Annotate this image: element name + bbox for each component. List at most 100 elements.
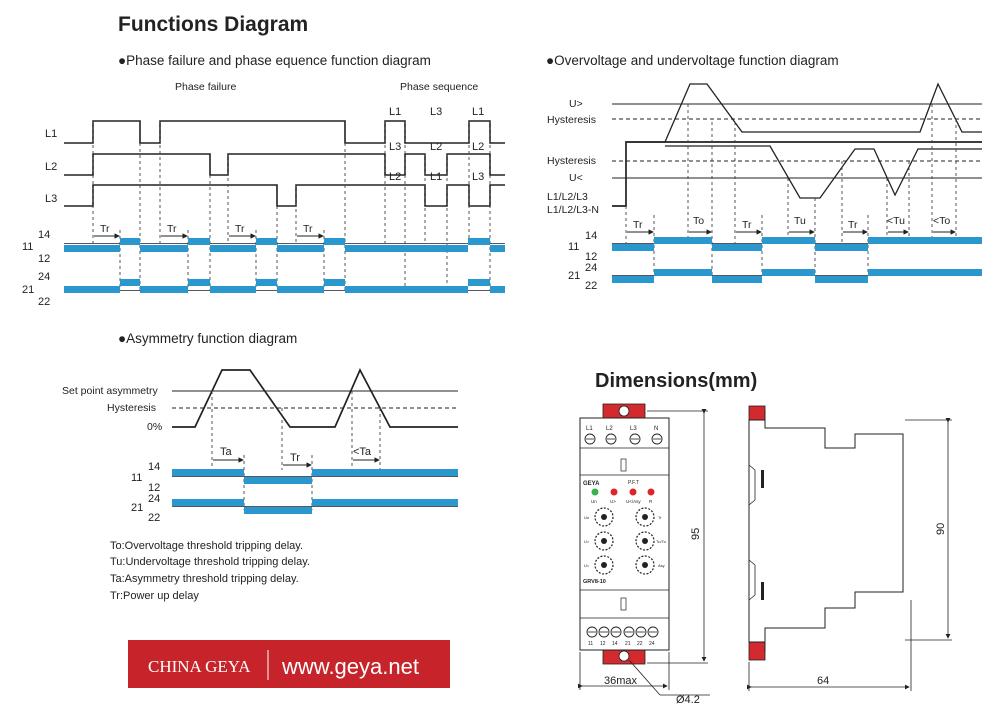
bottom-terminal-21: 21: [625, 641, 631, 647]
voltage-hysteresis-lines: [612, 118, 982, 162]
contact-22: 22: [38, 296, 50, 308]
dim-width-side: 64: [817, 675, 829, 687]
indicator-r: R: [649, 499, 653, 504]
l2-waveform: [64, 153, 505, 176]
knob-label-un: Un: [584, 515, 589, 520]
l3-waveform: [64, 184, 505, 207]
tr-label-1: Tr: [100, 223, 110, 235]
top-terminal-n: N: [654, 426, 658, 432]
indicator-header: P.F.T: [628, 480, 639, 486]
a-contact-11: 11: [131, 472, 142, 484]
a-contact-14: 14: [148, 461, 160, 473]
v-contact-24: 24: [585, 262, 597, 274]
supply-waveform: [612, 141, 982, 207]
device-model: GRV8-10: [583, 579, 606, 585]
knob-label-over: U>: [584, 539, 590, 544]
seq-top-2: L3: [430, 106, 442, 118]
asym-level-set-point: Set point asymmetry: [62, 385, 158, 397]
contact-12: 12: [38, 253, 50, 265]
voltage-guide-lines: [625, 104, 957, 275]
asymmetry-heading: ●Asymmetry function diagram: [118, 331, 297, 346]
legend-to: To:Overvoltage threshold tripping delay.: [110, 540, 303, 552]
asym-delay-ta: Ta: [220, 446, 233, 458]
phase-guide-lines: [92, 121, 491, 290]
phase-sequence-label: Phase sequence: [400, 81, 478, 93]
delay-tr-3: Tr: [848, 219, 858, 231]
device-front-view: L1 L2 L3 N GEYA P.F.T Un U> U</Asy R: [579, 403, 670, 665]
level-u-under: U<: [569, 172, 583, 184]
overvoltage-curve: [626, 82, 982, 143]
knob-label-under: U<: [584, 563, 590, 568]
legend: To:Overvoltage threshold tripping delay.…: [110, 540, 310, 602]
v-contact-11: 11: [568, 241, 579, 253]
seq-bot-3: L3: [472, 171, 484, 183]
phase-diagram: ●Phase failure and phase equence functio…: [22, 53, 505, 308]
seq-mid-2: L2: [430, 141, 442, 153]
bottom-terminal-12: 12: [600, 641, 606, 647]
asymmetry-diagram: ●Asymmetry function diagram Set point as…: [62, 331, 458, 524]
bottom-terminal-11: 11: [588, 641, 593, 647]
a-contact-24: 24: [148, 493, 160, 505]
line-label-l2: L2: [45, 161, 57, 173]
v-contact-12: 12: [585, 251, 597, 263]
seq-bot-1: L2: [389, 171, 401, 183]
dim-height-front: 95: [690, 528, 702, 540]
level-l123n: L1/L2/L3-N: [547, 204, 599, 216]
delay-to-1: To: [693, 215, 704, 227]
legend-tu: Tu:Undervoltage threshold tripping delay…: [110, 556, 310, 568]
asymmetry-curve: [172, 368, 458, 428]
relay-track-phase: [64, 238, 505, 293]
level-hysteresis-high: Hysteresis: [547, 114, 596, 126]
top-terminal-l3: L3: [630, 426, 637, 432]
level-u-over: U>: [569, 98, 583, 110]
dimensions-title: Dimensions(mm): [595, 370, 757, 392]
knob-label-tuto: Tu/To: [656, 539, 667, 544]
page-title: Functions Diagram: [118, 13, 308, 36]
dim-hole: Ø4.2: [676, 694, 700, 706]
tr-label-4: Tr: [303, 223, 313, 235]
tr-label-3: Tr: [235, 223, 245, 235]
seq-mid-1: L3: [389, 141, 401, 153]
asym-guide-lines: [211, 391, 381, 510]
delay-tu-2: <Tu: [887, 215, 905, 227]
indicator-asy: U</Asy: [626, 499, 641, 504]
undervoltage-curve: [665, 145, 982, 199]
relay-track-voltage: [612, 237, 982, 283]
knob-label-asy: Asy: [658, 563, 665, 568]
delay-to-2: <To: [933, 215, 950, 227]
level-hysteresis-low: Hysteresis: [547, 155, 596, 167]
a-contact-22: 22: [148, 512, 160, 524]
legend-tr: Tr:Power up delay: [110, 590, 199, 602]
level-l123: L1/L2/L3: [547, 191, 588, 203]
asym-delay-ta2: <Ta: [353, 446, 372, 458]
l1-waveform: [64, 120, 505, 144]
dim-width-front: 36max: [604, 675, 638, 687]
seq-mid-3: L2: [472, 141, 484, 153]
line-label-l1: L1: [45, 128, 57, 140]
tr-label-2: Tr: [167, 223, 177, 235]
legend-ta: Ta:Asymmetry threshold tripping delay.: [110, 573, 299, 585]
brand-name: CHINA GEYA: [148, 657, 251, 676]
device-side-view: [748, 405, 904, 661]
contact-14: 14: [38, 229, 50, 241]
bottom-terminal-24: 24: [649, 641, 655, 647]
asym-level-hysteresis: Hysteresis: [107, 402, 156, 414]
v-contact-22: 22: [585, 280, 597, 292]
brand-url[interactable]: www.geya.net: [281, 654, 419, 679]
bottom-terminal-14: 14: [612, 641, 618, 647]
phase-diagram-heading: ●Phase failure and phase equence functio…: [118, 53, 431, 68]
bottom-terminal-22: 22: [637, 641, 643, 647]
voltage-diagram: ●Overvoltage and undervoltage function d…: [546, 53, 982, 292]
phase-failure-label: Phase failure: [175, 81, 236, 93]
seq-bot-2: L1: [430, 171, 442, 183]
dim-height-side: 90: [935, 523, 947, 535]
contact-21: 21: [22, 284, 34, 296]
seq-top-1: L1: [389, 106, 401, 118]
asym-delay-arrows: [213, 457, 380, 468]
knob-label-tr: Tr: [658, 515, 662, 520]
delay-tr-1: Tr: [633, 219, 643, 231]
delay-tr-2: Tr: [742, 219, 752, 231]
side-dimensions: [747, 418, 952, 691]
brand-banner: CHINA GEYA www.geya.net: [128, 640, 450, 688]
